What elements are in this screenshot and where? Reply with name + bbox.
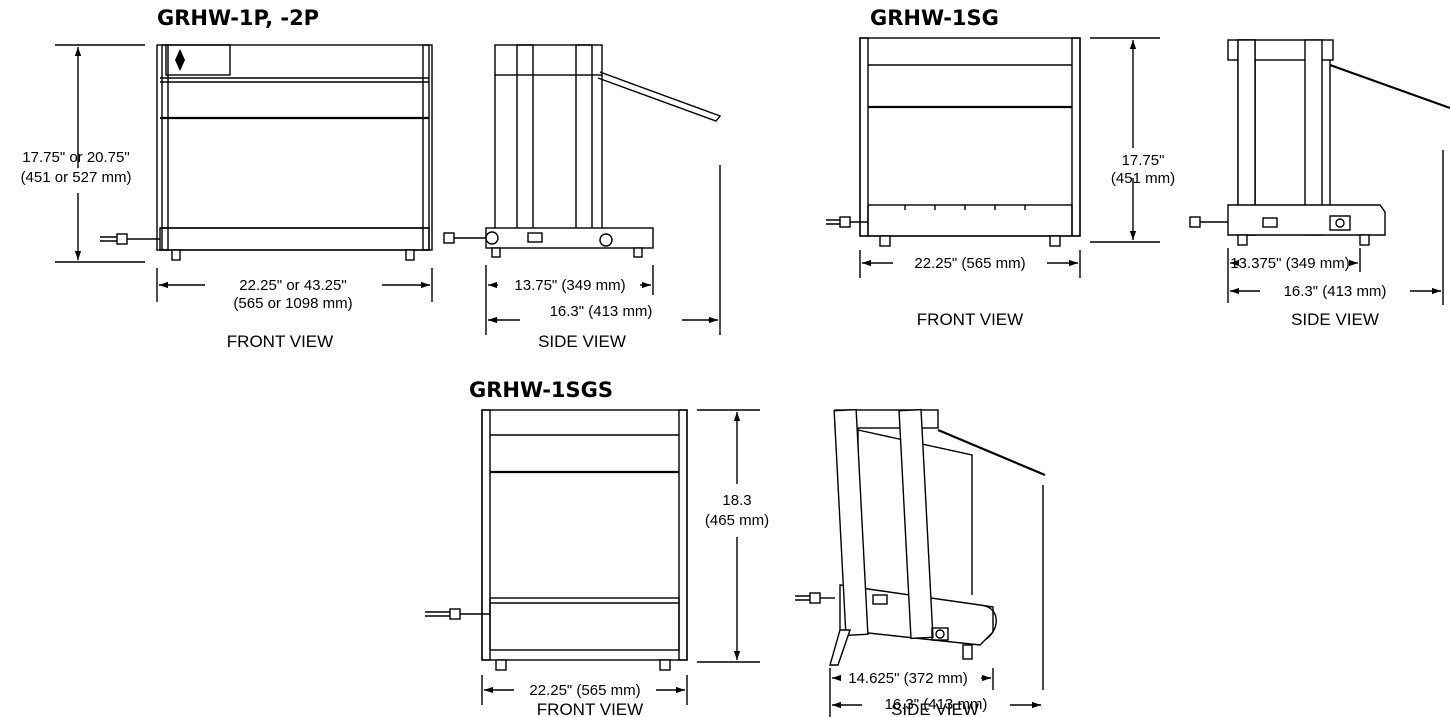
width-dimension: 22.25" (565 mm) xyxy=(859,250,1081,278)
side-depth-outer-label: 16.3" (413 mm) xyxy=(550,303,653,320)
width-label: 22.25" (565 mm) xyxy=(529,682,640,699)
side-view-label: SIDE VIEW xyxy=(891,700,979,717)
height-label-metric: (451 mm) xyxy=(1111,170,1175,187)
model-grhw-1sg: GRHW-1SG 17.75" (451 mm) xyxy=(826,6,1450,329)
brand-logo-icon xyxy=(175,49,185,71)
side-depth-outer-label: 16.3" (413 mm) xyxy=(885,696,988,713)
model-title: GRHW-1SG xyxy=(870,6,999,30)
side-depth-inner-label: 14.625" (372 mm) xyxy=(848,670,968,687)
height-dimension: 18.3 (465 mm) xyxy=(697,409,769,663)
height-label-metric: (465 mm) xyxy=(705,512,769,529)
side-depth-inner-label: 13.75" (349 mm) xyxy=(514,277,625,294)
height-label: 17.75" or 20.75" xyxy=(22,149,129,166)
model-grhw-1sgs: GRHW-1SGS 18.3 (465 mm) xyxy=(425,378,1046,717)
model-title: GRHW-1P, -2P xyxy=(157,6,319,30)
front-view-label: FRONT VIEW xyxy=(227,332,333,351)
side-depth-dimensions: 13.75" (349 mm) 16.3" (413 mm) xyxy=(485,265,718,335)
model-grhw-1p: GRHW-1P, -2P 17.75" or 20.75" xyxy=(21,6,722,351)
power-plug-icon xyxy=(449,608,461,620)
height-label: 17.75" xyxy=(1122,152,1165,169)
width-dimension: 22.25" or 43.25" (565 or 1098 mm) xyxy=(156,268,433,312)
height-label: 18.3 xyxy=(722,492,751,509)
front-view-drawing xyxy=(100,44,433,261)
power-plug-icon xyxy=(116,233,128,245)
side-depth-dimensions: 14.625" (372 mm) 16.3" (413 mm) xyxy=(829,668,1041,717)
width-label: 22.25" (565 mm) xyxy=(914,255,1025,272)
front-view-label: FRONT VIEW xyxy=(537,700,643,717)
power-plug-icon xyxy=(839,216,851,228)
width-label: 22.25" or 43.25" xyxy=(239,277,346,294)
front-view-drawing xyxy=(826,37,1081,247)
front-view-drawing xyxy=(425,409,688,671)
width-label-metric: (565 or 1098 mm) xyxy=(233,295,352,312)
side-view-drawing xyxy=(795,408,1046,690)
model-title: GRHW-1SGS xyxy=(469,378,613,402)
height-dimension: 17.75" (451 mm) xyxy=(1090,37,1175,243)
side-view-drawing xyxy=(1189,39,1450,305)
side-view-label: SIDE VIEW xyxy=(1291,310,1379,329)
side-depth-inner-label: 13.375" (349 mm) xyxy=(1230,255,1350,272)
side-view-drawing xyxy=(443,44,722,335)
width-dimension: 22.25" (565 mm) xyxy=(481,675,688,705)
height-label-metric: (451 or 527 mm) xyxy=(21,169,132,186)
side-depth-outer-label: 16.3" (413 mm) xyxy=(1284,283,1387,300)
side-depth-dimensions: 13.375" (349 mm) 16.3" (413 mm) xyxy=(1227,248,1441,303)
height-dimension: 17.75" or 20.75" (451 or 527 mm) xyxy=(21,44,145,263)
side-view-label: SIDE VIEW xyxy=(538,332,626,351)
front-view-label: FRONT VIEW xyxy=(917,310,1023,329)
